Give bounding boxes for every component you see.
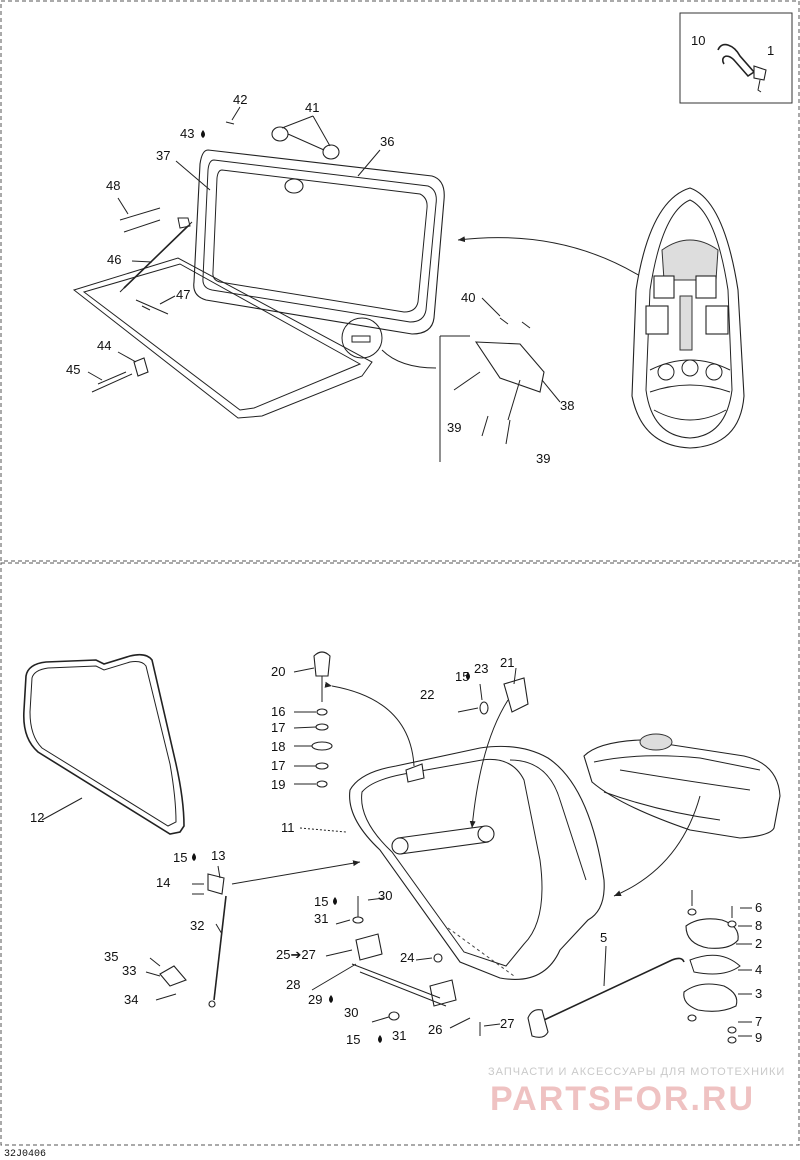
callout-19: 19 (271, 777, 285, 792)
storage-lid-assembly (72, 121, 445, 419)
callout-37: 37 (156, 148, 170, 163)
callout-31a: 31 (314, 911, 328, 926)
watercraft-top-view (631, 187, 745, 449)
callout-5: 5 (600, 930, 607, 945)
drop-icon (466, 672, 470, 680)
callout-25-27: 25➔27 (276, 947, 316, 962)
watermark-tagline: ЗАПЧАСТИ И АКСЕССУАРЫ ДЛЯ МОТОТЕХНИКИ (488, 1066, 785, 1078)
callout-47: 47 (176, 287, 190, 302)
callout-17b: 17 (271, 758, 285, 773)
callout-27: 27 (500, 1016, 514, 1031)
callout-2: 2 (755, 936, 762, 951)
hinge-and-bracket-parts (149, 651, 529, 1036)
glove-box-door (349, 745, 605, 980)
callout-39b: 39 (536, 451, 550, 466)
callout-29: 29 (308, 992, 322, 1007)
callout-13: 13 (211, 848, 225, 863)
callout-30b: 30 (344, 1005, 358, 1020)
callout-9: 9 (755, 1030, 762, 1045)
callout-20: 20 (271, 664, 285, 679)
callout-26: 26 (428, 1022, 442, 1037)
callout-17a: 17 (271, 720, 285, 735)
callout-4: 4 (755, 962, 762, 977)
drop-icon (329, 995, 333, 1003)
callout-10: 10 (691, 33, 705, 48)
callout-35: 35 (104, 949, 118, 964)
drop-icon (333, 897, 337, 905)
callout-31b: 31 (392, 1028, 406, 1043)
release-cable (527, 945, 685, 1038)
sealant-drop-icons (192, 130, 470, 1043)
callout-1: 1 (767, 43, 774, 58)
callout-43: 43 (180, 126, 194, 141)
callout-8: 8 (755, 918, 762, 933)
callout-24: 24 (400, 950, 414, 965)
watercraft-side-view (583, 733, 781, 839)
callout-18: 18 (271, 739, 285, 754)
seal-gasket (22, 653, 185, 835)
leader-lines-top (87, 106, 641, 462)
callout-30a: 30 (378, 888, 392, 903)
callout-32: 32 (190, 918, 204, 933)
callout-23: 23 (474, 661, 488, 676)
callout-39a: 39 (447, 420, 461, 435)
callout-14: 14 (156, 875, 170, 890)
callout-41: 41 (305, 100, 319, 115)
callout-15b: 15 (173, 850, 187, 865)
callout-15c: 15 (314, 894, 328, 909)
callout-28: 28 (286, 977, 300, 992)
drop-icon (378, 1035, 382, 1043)
callout-15a: 15 (455, 669, 469, 684)
callout-44: 44 (97, 338, 111, 353)
watermark-logo: PARTSFOR.RU (490, 1080, 755, 1118)
callout-45: 45 (66, 362, 80, 377)
callout-12: 12 (30, 810, 44, 825)
callout-7: 7 (755, 1014, 762, 1029)
callout-22: 22 (420, 687, 434, 702)
latch-stack-parts (683, 890, 752, 1044)
callout-36: 36 (380, 134, 394, 149)
callout-40: 40 (461, 290, 475, 305)
callout-46: 46 (107, 252, 121, 267)
callout-11: 11 (281, 820, 295, 835)
callout-21: 21 (500, 655, 514, 670)
callout-42: 42 (233, 92, 247, 107)
diagram-reference-code: 32J0406 (4, 1149, 46, 1160)
callout-labels: 1 10 42 41 43 37 36 48 46 47 40 44 45 38… (30, 33, 774, 1047)
cable-tie-and-screw-inset (717, 43, 767, 93)
callout-6: 6 (755, 900, 762, 915)
callout-34: 34 (124, 992, 138, 1007)
watermark: ЗАПЧАСТИ И АКСЕССУАРЫ ДЛЯ МОТОТЕХНИКИ PA… (488, 1066, 785, 1118)
callout-15d: 15 (346, 1032, 360, 1047)
drop-icon (201, 130, 205, 138)
callout-16: 16 (271, 704, 285, 719)
callout-48: 48 (106, 178, 120, 193)
inset-box (679, 12, 793, 104)
callout-33: 33 (122, 963, 136, 978)
drop-icon (192, 853, 196, 861)
callout-38: 38 (560, 398, 574, 413)
callout-3: 3 (755, 986, 762, 1001)
leader-lines-bottom (145, 667, 701, 1029)
